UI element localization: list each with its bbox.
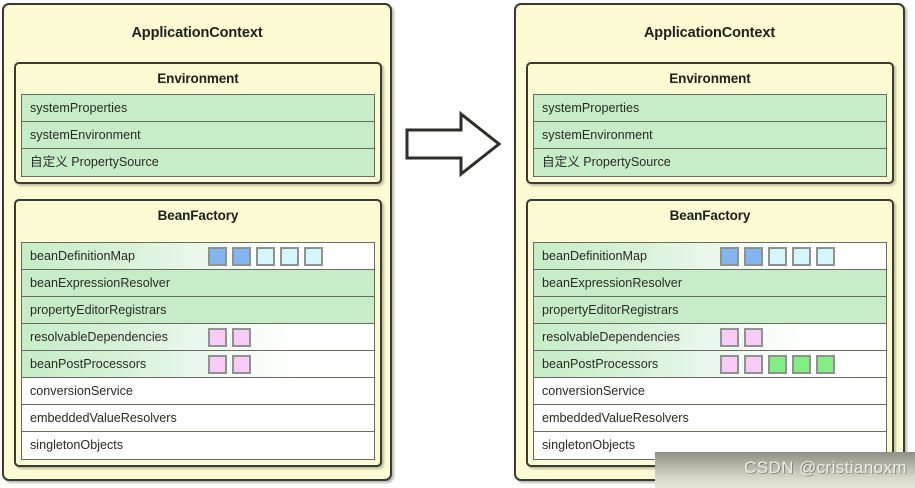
token-group — [720, 355, 835, 374]
token-square-pink — [232, 355, 251, 374]
table-row: systemProperties — [534, 95, 886, 122]
token-square-pink — [744, 328, 763, 347]
token-group — [208, 355, 251, 374]
watermark-text: CSDN @cristianoxm — [744, 458, 907, 477]
row-label: systemProperties — [542, 101, 640, 115]
row-label: systemEnvironment — [542, 128, 653, 142]
row-label: beanPostProcessors — [542, 357, 659, 371]
table-row: 自定义 PropertySource — [534, 149, 886, 176]
environment-group-right: Environment systemProperties systemEnviro… — [526, 62, 894, 184]
environment-row-list-right: systemProperties systemEnvironment 自定义 Pro… — [533, 94, 887, 177]
table-row: beanDefinitionMap — [534, 243, 886, 270]
token-group — [720, 328, 763, 347]
beanfactory-title-left: BeanFactory — [157, 208, 239, 223]
token-square-blue — [232, 247, 251, 266]
token-square-cyan — [768, 247, 787, 266]
row-label: beanDefinitionMap — [30, 249, 136, 263]
table-row: conversionService — [22, 378, 374, 405]
table-row: beanPostProcessors — [534, 351, 886, 378]
token-square-cyan — [304, 247, 323, 266]
token-square-cyan — [280, 247, 299, 266]
token-square-pink — [208, 355, 227, 374]
table-row: 自定义 PropertySource — [22, 149, 374, 176]
application-context-panel-left: ApplicationContext Environment systemPro… — [2, 3, 392, 481]
beanfactory-row-list-left: beanDefinitionMap beanExpressionResolver p… — [21, 242, 375, 460]
table-row: beanExpressionResolver — [22, 270, 374, 297]
token-square-blue — [208, 247, 227, 266]
environment-title-right: Environment — [669, 71, 751, 86]
token-square-cyan — [256, 247, 275, 266]
watermark-bar: CSDN @cristianoxm — [655, 452, 915, 488]
row-label: beanPostProcessors — [30, 357, 147, 371]
environment-row-list-left: systemProperties systemEnvironment 自定义 Pro… — [21, 94, 375, 177]
row-label: embeddedValueResolvers — [30, 411, 177, 425]
table-row: systemEnvironment — [22, 122, 374, 149]
token-square-pink — [208, 328, 227, 347]
row-label: resolvableDependencies — [542, 330, 680, 344]
row-label: beanExpressionResolver — [542, 276, 683, 290]
row-label: systemEnvironment — [30, 128, 141, 142]
row-label: resolvableDependencies — [30, 330, 168, 344]
beanfactory-row-list-right: beanDefinitionMap beanExpressionResolver p… — [533, 242, 887, 460]
token-square-pink — [720, 328, 739, 347]
row-label: propertyEditorRegistrars — [542, 303, 679, 317]
row-label: conversionService — [542, 384, 645, 398]
panel-title-left: ApplicationContext — [131, 25, 263, 41]
token-group — [208, 247, 323, 266]
row-label: beanExpressionResolver — [30, 276, 171, 290]
table-row: systemEnvironment — [534, 122, 886, 149]
row-label: singletonObjects — [30, 438, 124, 452]
token-square-pink — [232, 328, 251, 347]
token-square-blue — [744, 247, 763, 266]
table-row: embeddedValueResolvers — [22, 405, 374, 432]
environment-group-left: Environment systemProperties systemEnviro… — [14, 62, 382, 184]
row-label: 自定义 PropertySource — [30, 155, 159, 169]
table-row: conversionService — [534, 378, 886, 405]
arrow-right-icon — [403, 108, 503, 180]
row-label: conversionService — [30, 384, 133, 398]
token-square-blue — [720, 247, 739, 266]
row-label: propertyEditorRegistrars — [30, 303, 167, 317]
table-row: systemProperties — [22, 95, 374, 122]
table-row: beanPostProcessors — [22, 351, 374, 378]
table-row: propertyEditorRegistrars — [534, 297, 886, 324]
table-row: resolvableDependencies — [22, 324, 374, 351]
table-row: propertyEditorRegistrars — [22, 297, 374, 324]
token-square-pink — [744, 355, 763, 374]
token-square-cyan — [792, 247, 811, 266]
row-label: 自定义 PropertySource — [542, 155, 671, 169]
table-row: resolvableDependencies — [534, 324, 886, 351]
beanfactory-group-right: BeanFactory beanDefinitionMap beanExpress… — [526, 199, 894, 467]
table-row: beanDefinitionMap — [22, 243, 374, 270]
row-label: beanDefinitionMap — [542, 249, 648, 263]
panel-title-right: ApplicationContext — [643, 25, 776, 41]
token-group — [208, 328, 251, 347]
environment-title-left: Environment — [157, 71, 239, 86]
row-label: embeddedValueResolvers — [542, 411, 689, 425]
token-square-cyan — [816, 247, 835, 266]
row-label: singletonObjects — [542, 438, 636, 452]
token-square-pink — [720, 355, 739, 374]
table-row: beanExpressionResolver — [534, 270, 886, 297]
beanfactory-title-right: BeanFactory — [669, 208, 751, 223]
application-context-panel-right: ApplicationContext Environment systemPro… — [514, 3, 905, 481]
table-row: embeddedValueResolvers — [534, 405, 886, 432]
token-group — [720, 247, 835, 266]
beanfactory-group-left: BeanFactory beanDefinitionMap beanExpress… — [14, 199, 382, 467]
token-square-green — [792, 355, 811, 374]
token-square-green — [768, 355, 787, 374]
token-square-green — [816, 355, 835, 374]
table-row: singletonObjects — [22, 432, 374, 459]
row-label: systemProperties — [30, 101, 128, 115]
